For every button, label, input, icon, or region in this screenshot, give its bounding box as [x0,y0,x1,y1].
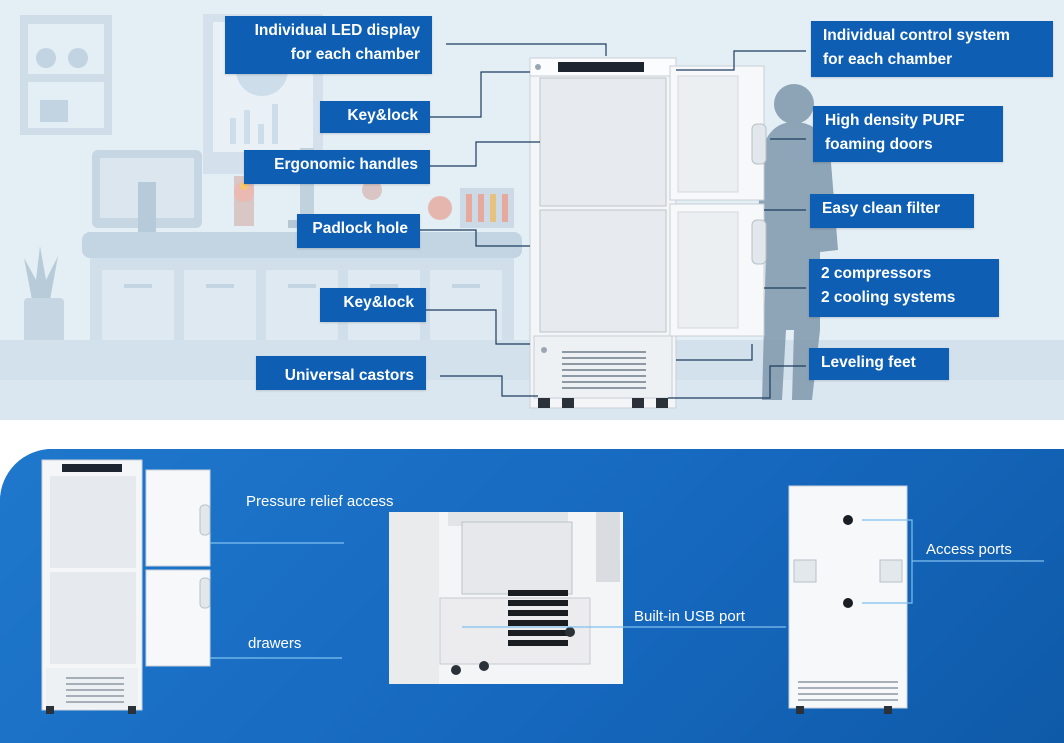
callout-universal-castors: Universal castors [256,356,426,390]
leader-lines-top [420,43,806,399]
top-panel: Individual LED display for each chamber … [0,0,1064,420]
callout-filter-text: Easy clean filter [822,200,941,217]
callout-led-display: Individual LED display for each chamber [225,16,432,74]
leader-lines-bottom [210,519,1044,659]
label-access-ports: Access ports [926,541,1012,558]
callout-compressors-line1: 2 compressors [821,265,932,282]
callout-control-line2: for each chamber [823,51,953,68]
callout-purf-line1: High density PURF [825,112,965,129]
callout-key-lock-lower: Key&lock [320,288,426,322]
small-freezer-illustration [41,459,211,714]
callout-purf-line2: foaming doors [825,136,933,153]
back-view-illustration [788,485,908,714]
callout-keylock2-text: Key&lock [343,294,414,311]
callout-ergonomic-handles: Ergonomic handles [244,150,430,184]
label-usb-port: Built-in USB port [634,608,745,625]
label-drawers: drawers [248,635,302,652]
callout-led-line1: Individual LED display [254,22,420,39]
callout-compressors-line2: 2 cooling systems [821,289,956,306]
callout-individual-control: Individual control system for each chamb… [811,21,1053,77]
bottom-panel: Pressure relief access drawers Built-in … [0,449,1064,743]
callout-keylock1-text: Key&lock [347,107,418,124]
callout-padlock-text: Padlock hole [312,220,408,237]
callout-castors-text: Universal castors [284,367,414,384]
callout-led-line2: for each chamber [290,46,420,63]
usb-port-photo [389,512,623,684]
callout-key-lock-upper: Key&lock [320,101,430,133]
callout-compressors: 2 compressors 2 cooling systems [809,259,999,317]
callout-easy-clean-filter: Easy clean filter [810,194,974,228]
callout-padlock-hole: Padlock hole [297,214,420,248]
bottom-illustrations [41,459,1044,714]
callout-control-line1: Individual control system [823,27,1010,44]
callout-feet-text: Leveling feet [821,354,916,371]
person-silhouette [756,84,838,400]
label-pressure-relief: Pressure relief access [246,493,394,510]
main-freezer-illustration [529,57,767,409]
callout-leveling-feet: Leveling feet [809,348,949,380]
callout-purf-doors: High density PURF foaming doors [813,106,1003,162]
callout-handles-text: Ergonomic handles [274,156,418,173]
